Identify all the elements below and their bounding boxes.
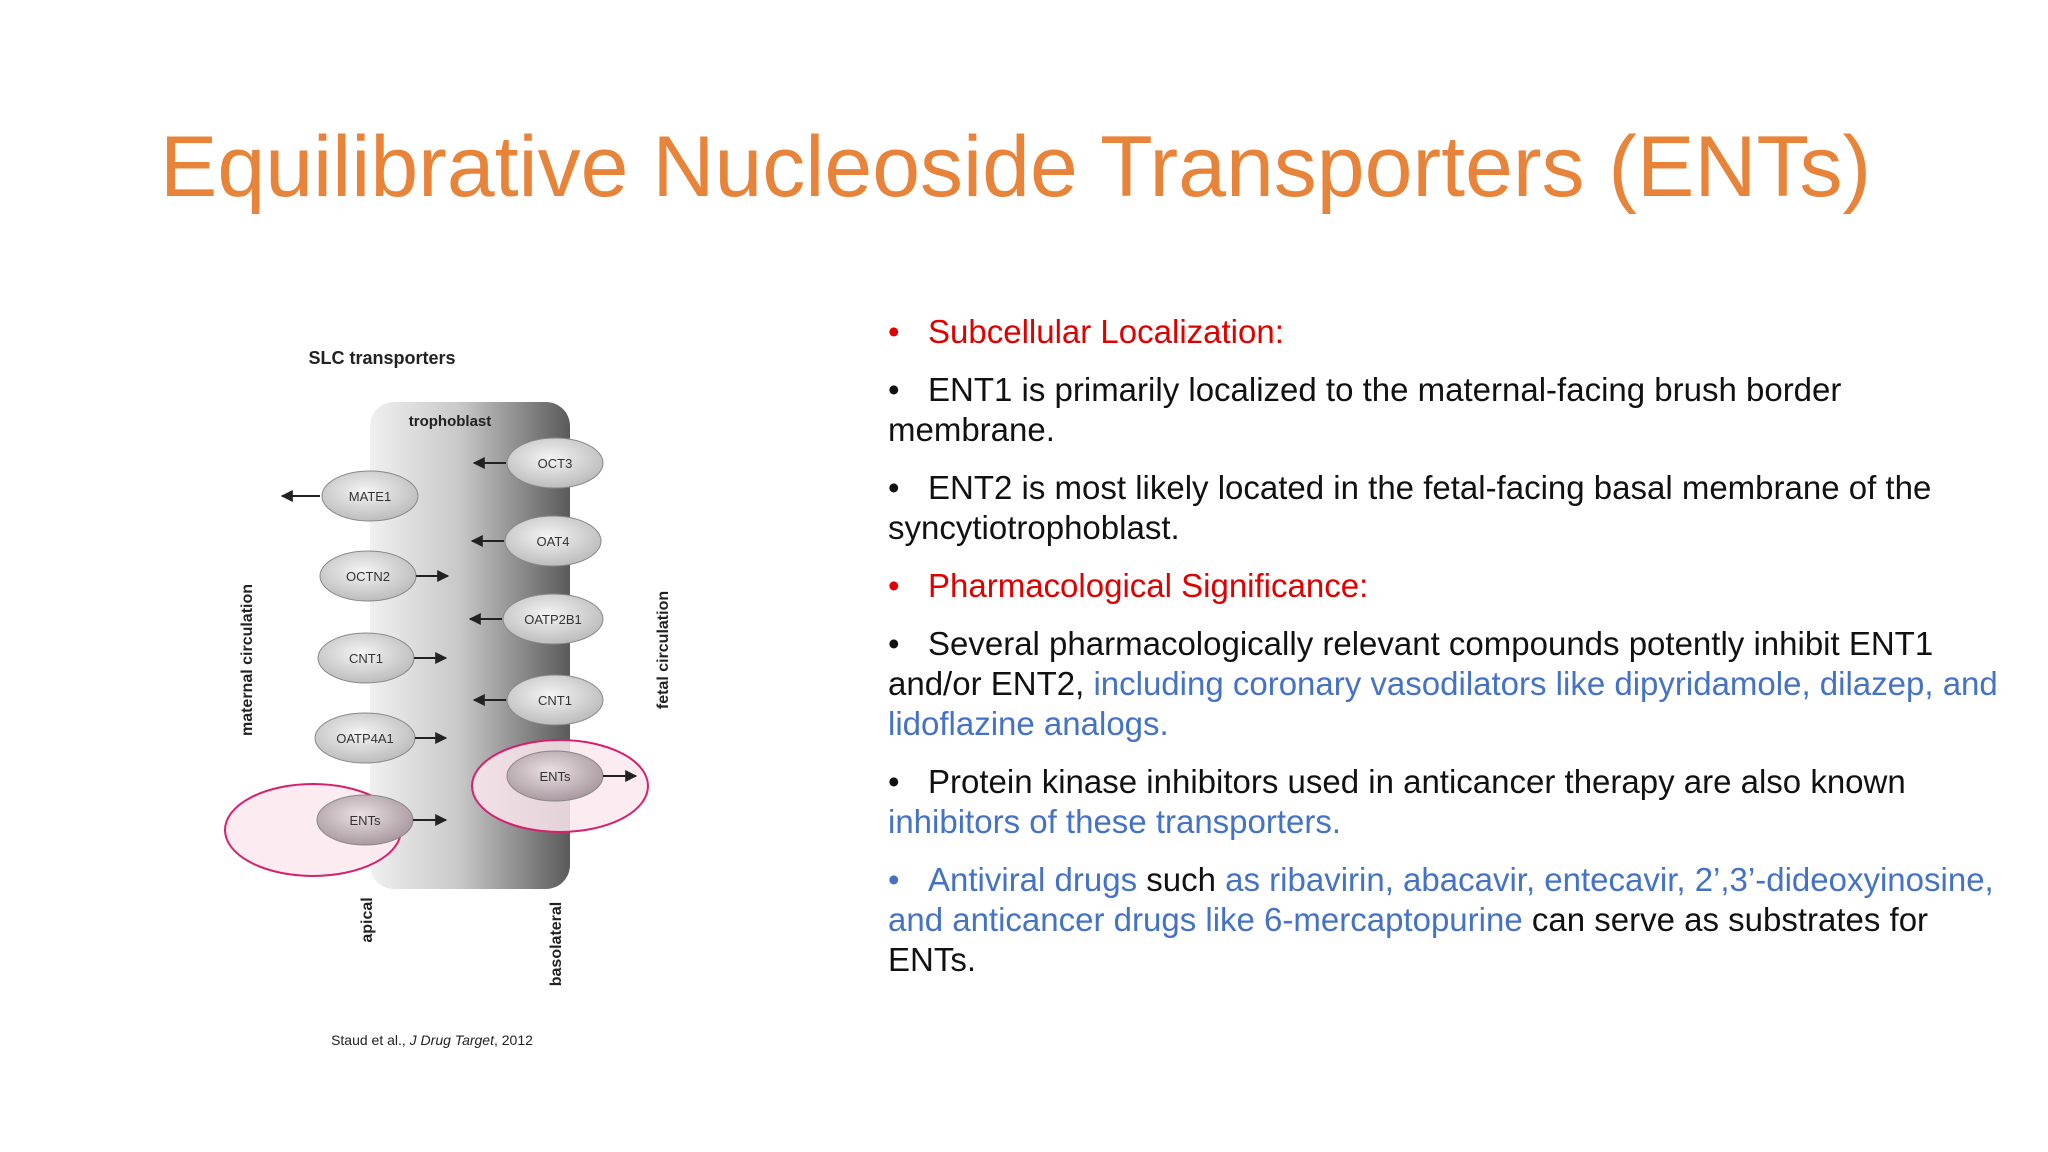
svg-text:CNT1: CNT1	[538, 693, 572, 708]
transporter-diagram: SLC transporters trophoblast MATE1 OCTN2…	[224, 348, 672, 1048]
basolateral-transporter-ENTs: ENTs	[506, 750, 638, 802]
basolateral-transporter-OCT3: OCT3	[472, 437, 604, 489]
basolateral-transporter-OATP2B1: OATP2B1	[468, 593, 604, 645]
figure-heading: SLC transporters	[308, 348, 455, 368]
bullet: •	[888, 469, 900, 506]
basolateral-transporter-CNT1: CNT1	[472, 674, 604, 726]
bullet: •	[888, 763, 900, 800]
svg-text:OATP2B1: OATP2B1	[524, 612, 582, 627]
svg-text:OCTN2: OCTN2	[346, 569, 390, 584]
bullet: •	[888, 313, 900, 350]
apical-label: apical	[359, 897, 376, 942]
bullet: •	[888, 371, 900, 408]
paragraph-substrates: •Antiviral drugs such as ribavirin, abac…	[888, 861, 1994, 978]
svg-text:OATP4A1: OATP4A1	[336, 731, 394, 746]
bullet: •	[888, 625, 900, 662]
svg-text:ENTs: ENTs	[349, 813, 381, 828]
maternal-circulation-label: maternal circulation	[239, 584, 256, 736]
fetal-circulation-label: fetal circulation	[655, 591, 672, 709]
heading-subcellular-localization: •Subcellular Localization:	[888, 313, 1284, 350]
paragraph-inhibitors: •Several pharmacologically relevant comp…	[888, 625, 1998, 742]
svg-text:CNT1: CNT1	[349, 651, 383, 666]
apical-transporter-CNT1: CNT1	[317, 632, 448, 684]
slide-body: •Subcellular Localization: •ENT1 is prim…	[888, 312, 2008, 998]
paragraph-ent2: •ENT2 is most likely located in the feta…	[888, 469, 1932, 546]
paragraph-ent1: •ENT1 is primarily localized to the mate…	[888, 371, 1842, 448]
svg-text:OAT4: OAT4	[537, 534, 570, 549]
heading-pharmacological-significance: •Pharmacological Significance:	[888, 567, 1369, 604]
apical-transporter-OATP4A1: OATP4A1	[314, 712, 448, 764]
slide-title: Equilibrative Nucleoside Transporters (E…	[160, 119, 1872, 215]
bullet: •	[888, 567, 900, 604]
paragraph-kinase-inhibitors: •Protein kinase inhibitors used in antic…	[888, 763, 1906, 840]
slc-transporter-figure: SLC transporters trophoblast MATE1 OCTN2…	[220, 330, 710, 1070]
svg-text:MATE1: MATE1	[349, 489, 391, 504]
basolateral-transporter-OAT4: OAT4	[470, 515, 602, 567]
apical-transporter-ENTs: ENTs	[316, 794, 448, 846]
figure-citation: Staud et al., J Drug Target, 2012	[331, 1032, 533, 1048]
svg-text:ENTs: ENTs	[539, 769, 571, 784]
bullet: •	[888, 861, 900, 898]
apical-transporter-OCTN2: OCTN2	[319, 550, 450, 602]
trophoblast-label: trophoblast	[409, 413, 492, 430]
svg-text:OCT3: OCT3	[538, 456, 573, 471]
basolateral-label: basolateral	[548, 902, 565, 986]
apical-transporter-MATE1: MATE1	[280, 470, 419, 522]
